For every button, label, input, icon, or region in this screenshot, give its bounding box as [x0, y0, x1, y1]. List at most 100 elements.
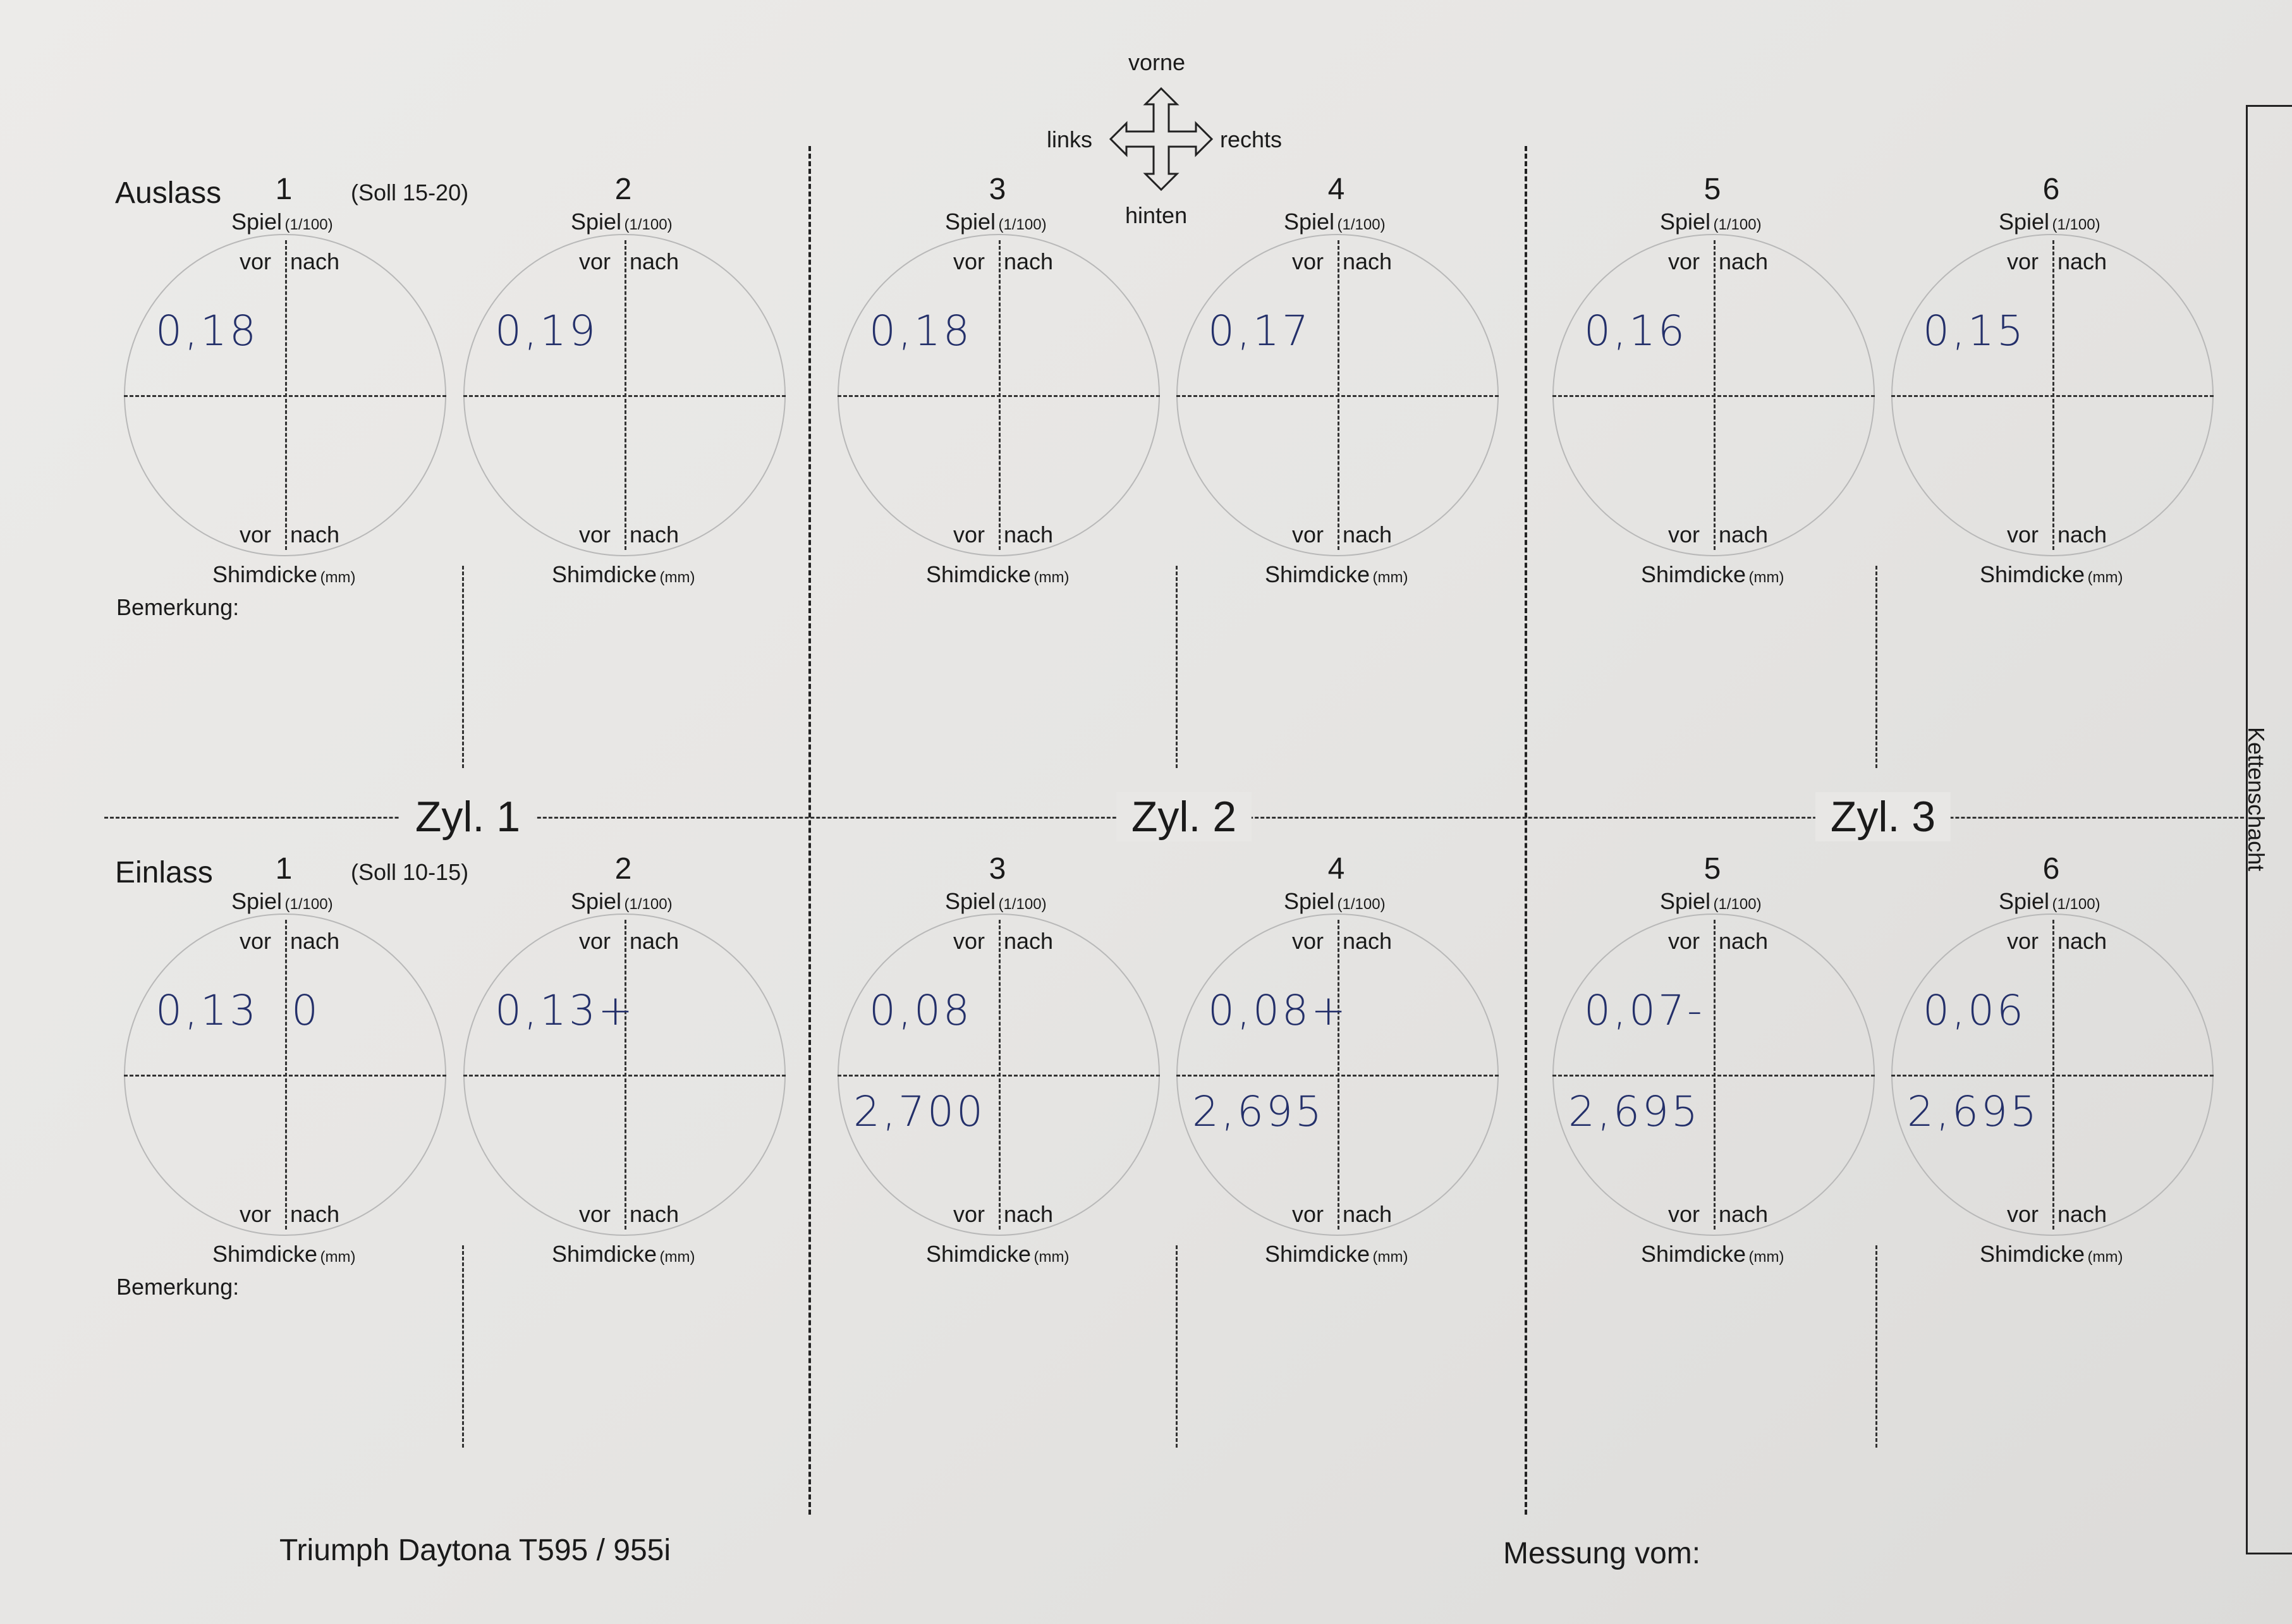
- handwritten-clearance-before[interactable]: 0,08: [869, 986, 972, 1035]
- spiel-text: Spiel: [231, 209, 283, 235]
- shim-unit: (mm): [2087, 569, 2123, 586]
- box-top-line: [2246, 105, 2292, 107]
- handwritten-clearance-before[interactable]: 0,15: [1923, 307, 2026, 355]
- remark-divider: [1176, 566, 1178, 768]
- outlet-valve-number: 1: [275, 173, 293, 206]
- nach-top-label: nach: [290, 248, 340, 274]
- spiel-text: Spiel: [1284, 888, 1335, 914]
- spiel-label: Spiel (1/100): [1999, 209, 2100, 235]
- shim-unit: (mm): [1033, 569, 1070, 586]
- shim-label: Shimdicke (mm): [552, 561, 695, 588]
- nach-top-label: nach: [1343, 248, 1393, 274]
- spiel-unit: (1/100): [284, 896, 333, 913]
- shim-text: Shimdicke: [1265, 1241, 1370, 1267]
- handwritten-shim-before[interactable]: 2,700: [853, 1087, 985, 1136]
- vor-bottom-label: vor: [1292, 522, 1324, 547]
- vor-top-label: vor: [2007, 928, 2039, 954]
- inlet-valve-number: 1: [275, 852, 293, 886]
- shim-label: Shimdicke (mm): [926, 1241, 1069, 1267]
- spiel-label: Spiel (1/100): [571, 209, 673, 235]
- handwritten-clearance-before[interactable]: 0,17: [1208, 307, 1311, 355]
- footer-date-label: Messung vom:: [1503, 1537, 1701, 1570]
- shim-text: Shimdicke: [212, 1241, 318, 1267]
- handwritten-clearance-before[interactable]: 0,16: [1584, 307, 1687, 355]
- handwritten-clearance-before[interactable]: 0,19: [495, 307, 598, 355]
- shim-unit: (mm): [659, 569, 695, 586]
- circle-horizontal-axis: [838, 395, 1160, 397]
- shim-label: Shimdicke (mm): [1641, 1241, 1784, 1267]
- vor-top-label: vor: [240, 928, 272, 954]
- handwritten-shim-before[interactable]: 2,695: [1568, 1087, 1700, 1136]
- nach-bottom-label: nach: [290, 522, 340, 547]
- vor-top-label: vor: [1292, 248, 1324, 274]
- circle-horizontal-axis: [1891, 395, 2214, 397]
- nach-bottom-label: nach: [630, 1201, 680, 1227]
- spiel-label: Spiel (1/100): [1284, 888, 1386, 915]
- spiel-text: Spiel: [1284, 209, 1335, 235]
- handwritten-clearance-before[interactable]: 0,13+: [495, 986, 636, 1035]
- spiel-unit: (1/100): [998, 216, 1047, 233]
- vor-bottom-label: vor: [240, 522, 272, 547]
- compass-back: hinten: [1125, 202, 1188, 228]
- vor-bottom-label: vor: [579, 522, 611, 547]
- shim-text: Shimdicke: [926, 1241, 1032, 1267]
- circle-horizontal-axis: [1891, 1075, 2214, 1077]
- spiel-unit: (1/100): [1337, 216, 1386, 233]
- vor-top-label: vor: [1668, 248, 1700, 274]
- vor-top-label: vor: [953, 248, 985, 274]
- handwritten-shim-before[interactable]: 2,695: [1907, 1087, 2039, 1136]
- cylinder-label: Zyl. 3: [1815, 792, 1951, 841]
- handwritten-clearance-before[interactable]: 0,08+: [1208, 986, 1349, 1035]
- chain-shaft-box: [2246, 105, 2248, 1553]
- outlet-label: Auslass: [115, 176, 222, 210]
- handwritten-clearance-before[interactable]: 0,07-: [1584, 986, 1705, 1035]
- vor-bottom-label: vor: [953, 522, 985, 547]
- remark-divider: [1875, 566, 1877, 768]
- nach-top-label: nach: [1004, 248, 1054, 274]
- handwritten-clearance-before[interactable]: 0,13: [155, 986, 259, 1035]
- spiel-text: Spiel: [1999, 888, 2050, 914]
- spiel-label: Spiel (1/100): [231, 209, 333, 235]
- outlet-valve-number: 6: [2042, 173, 2060, 206]
- outlet-soll: (Soll 15-20): [351, 180, 469, 205]
- shim-label: Shimdicke (mm): [212, 561, 355, 588]
- inlet-valve-number: 2: [614, 852, 632, 886]
- nach-bottom-label: nach: [2057, 522, 2107, 547]
- outlet-valve-number: 4: [1327, 173, 1345, 206]
- circle-horizontal-axis: [463, 395, 786, 397]
- outlet-valve-number: 5: [1704, 173, 1721, 206]
- vor-top-label: vor: [579, 928, 611, 954]
- remark-divider: [1875, 1245, 1877, 1448]
- nach-bottom-label: nach: [630, 522, 680, 547]
- vor-bottom-label: vor: [1668, 1201, 1700, 1227]
- circle-horizontal-axis: [1552, 395, 1875, 397]
- handwritten-clearance-after[interactable]: 0: [291, 986, 320, 1035]
- footer-date-value[interactable]: [1732, 1536, 2174, 1572]
- spiel-text: Spiel: [1660, 888, 1711, 914]
- vor-bottom-label: vor: [953, 1201, 985, 1227]
- handwritten-clearance-before[interactable]: 0,06: [1923, 986, 2026, 1035]
- circle-horizontal-axis: [124, 395, 446, 397]
- handwritten-clearance-before[interactable]: 0,18: [155, 307, 259, 355]
- handwritten-shim-before[interactable]: 2,695: [1192, 1087, 1324, 1136]
- nach-bottom-label: nach: [1004, 522, 1054, 547]
- compass-right: rechts: [1220, 126, 1283, 152]
- vor-bottom-label: vor: [240, 1201, 272, 1227]
- spiel-unit: (1/100): [624, 896, 673, 913]
- shim-text: Shimdicke: [552, 1241, 657, 1267]
- nach-top-label: nach: [630, 928, 680, 954]
- shim-text: Shimdicke: [1641, 561, 1746, 587]
- handwritten-clearance-before[interactable]: 0,18: [869, 307, 972, 355]
- spiel-unit: (1/100): [284, 216, 333, 233]
- spiel-unit: (1/100): [1713, 216, 1762, 233]
- inlet-valve-number: 4: [1327, 852, 1345, 886]
- box-bottom-line: [2246, 1553, 2292, 1554]
- shim-text: Shimdicke: [926, 561, 1032, 587]
- spiel-label: Spiel (1/100): [571, 888, 673, 915]
- inlet-valve-number: 6: [2042, 852, 2060, 886]
- shim-unit: (mm): [1748, 569, 1784, 586]
- vor-bottom-label: vor: [2007, 1201, 2039, 1227]
- shim-label: Shimdicke (mm): [926, 561, 1069, 588]
- spiel-label: Spiel (1/100): [945, 209, 1047, 235]
- vor-top-label: vor: [2007, 248, 2039, 274]
